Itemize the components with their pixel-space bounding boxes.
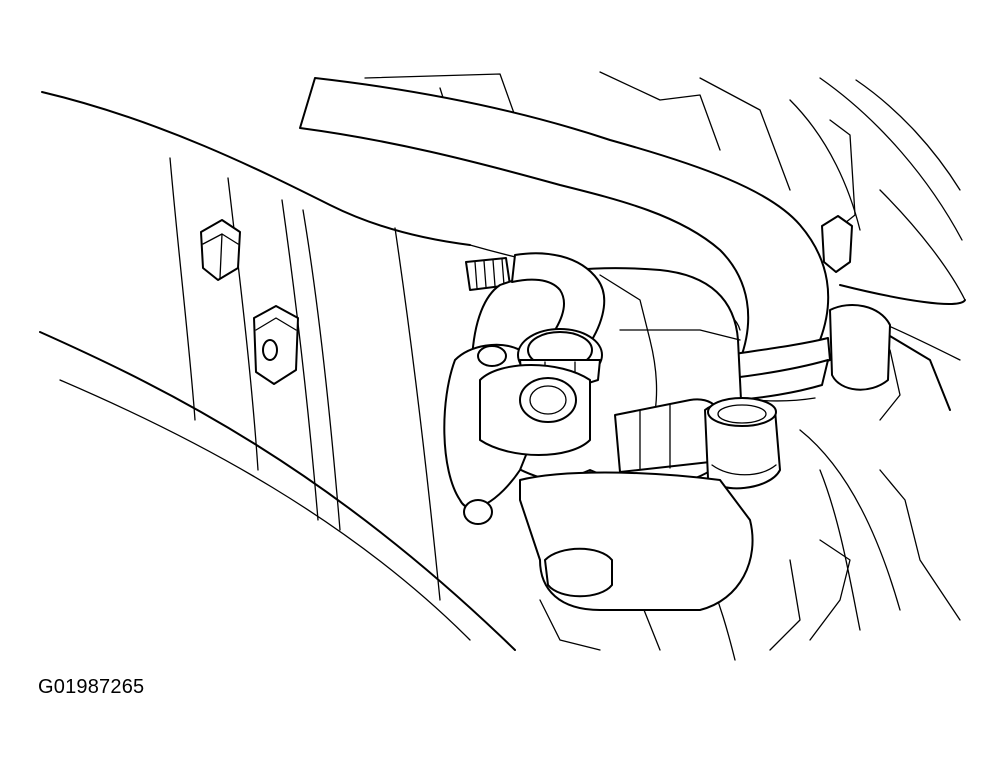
upper-left-bolt bbox=[200, 219, 241, 281]
o-ring-seal bbox=[704, 397, 781, 490]
right-bracket bbox=[821, 215, 891, 391]
figure-code-label: G01987265 bbox=[38, 676, 145, 698]
lower-housing bbox=[519, 471, 754, 611]
engine-block-background bbox=[39, 71, 966, 661]
outlet-port bbox=[479, 364, 591, 456]
middle-left-bolt bbox=[253, 305, 299, 385]
